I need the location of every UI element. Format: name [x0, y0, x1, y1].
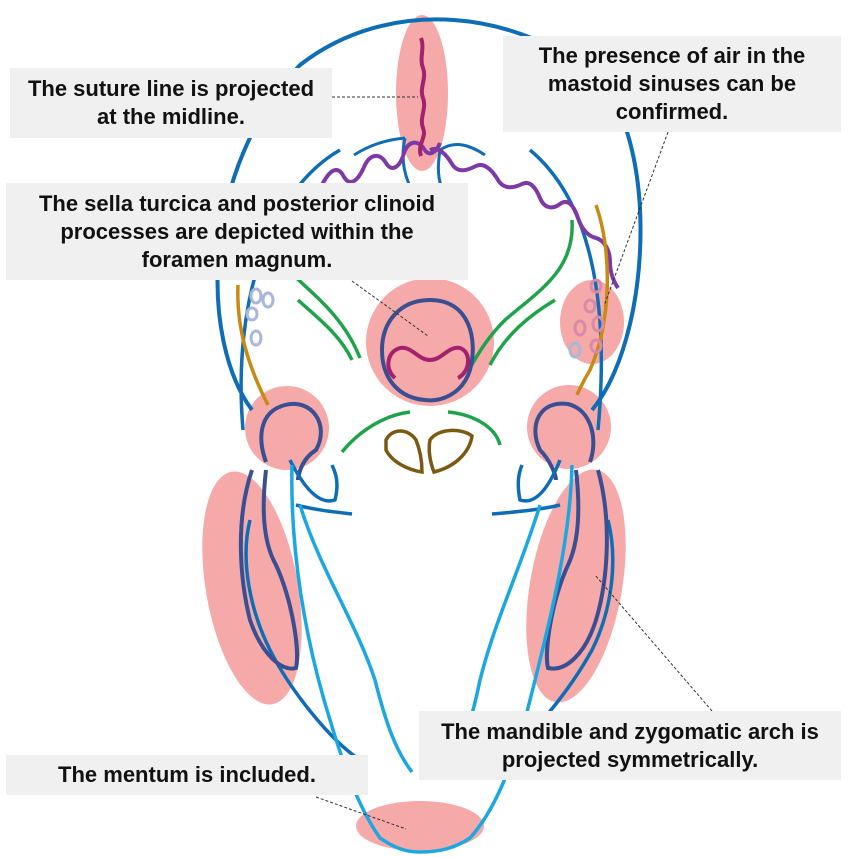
callout-mentum-text: The mentum is included.	[58, 762, 316, 787]
callout-sella-turcica-text: The sella turcica and posterior clinoid …	[38, 190, 436, 272]
sella-turcica	[386, 345, 470, 380]
highlight-foramen-magnum	[366, 278, 494, 406]
callout-mandible-zygomatic: The mandible and zygomatic arch is proje…	[419, 711, 841, 780]
lambdoid-suture	[320, 140, 620, 290]
mastoid-lines	[236, 204, 610, 406]
callout-suture-line: The suture line is projected at the midl…	[10, 68, 332, 138]
leader-mandible	[594, 574, 713, 712]
callout-mandible-zygomatic-text: The mandible and zygomatic arch is proje…	[441, 718, 819, 772]
callout-mastoid-sinuses-text: The presence of air in the mastoid sinus…	[538, 43, 806, 124]
highlight-mentum	[356, 801, 484, 851]
callout-mastoid-sinuses: The presence of air in the mastoid sinus…	[503, 36, 841, 132]
petrous-ridges	[288, 219, 574, 454]
leader-mentum	[315, 796, 407, 830]
highlight-right-mandible	[526, 469, 626, 703]
callout-mentum: The mentum is included.	[6, 755, 368, 795]
leader-sella	[351, 280, 429, 337]
nasal-cavity	[384, 428, 474, 475]
highlight-left-mandible	[202, 471, 302, 705]
callout-suture-line-text: The suture line is projected at the midl…	[27, 76, 315, 129]
left-mandible	[238, 469, 300, 671]
zygomatic-lines	[244, 459, 615, 762]
highlight-regions	[202, 15, 626, 851]
leader-mastoid	[603, 131, 669, 307]
right-mandible	[544, 469, 609, 671]
left-condyle	[259, 401, 323, 481]
inner-contour-lines	[353, 136, 486, 196]
sagittal-suture	[418, 37, 427, 157]
right-condyle	[533, 401, 596, 481]
callout-sella-turcica: The sella turcica and posterior clinoid …	[6, 183, 468, 280]
mastoid-air-cells	[245, 278, 605, 359]
foramen-magnum	[379, 297, 475, 403]
highlight-left-condyle	[245, 386, 329, 470]
leader-lines	[315, 96, 713, 830]
